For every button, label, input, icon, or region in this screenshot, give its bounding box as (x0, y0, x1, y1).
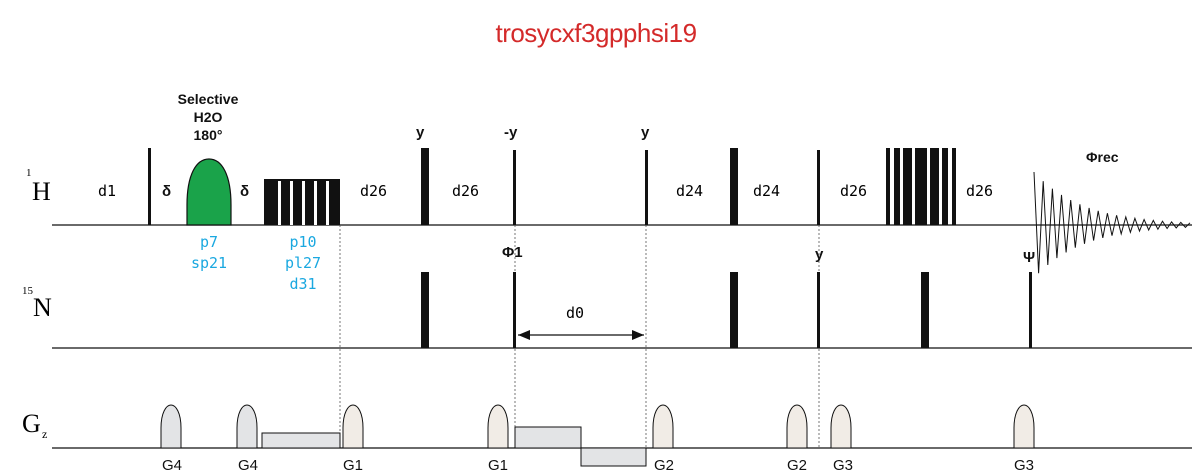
phase-y-2: y (641, 124, 650, 141)
gradient-label-g2-b: G2 (787, 457, 807, 474)
selective-h2o-pulse (186, 158, 232, 226)
pulse-15n-180-b (730, 272, 738, 348)
pulse-train-gap (314, 181, 317, 225)
sequence-title: trosycxf3gpphsi19 (495, 18, 697, 48)
selective-label-line2: H2O (194, 109, 223, 125)
rect (942, 148, 948, 225)
param-pl27: pl27 (285, 254, 321, 272)
pulse-15n-90-c (1029, 272, 1032, 348)
pulse-15n-180-c (921, 272, 929, 348)
gradient-label-g4-b: G4 (238, 457, 258, 474)
param-p7: p7 (200, 233, 218, 251)
gradient-pulse-g3-b (1013, 404, 1035, 449)
phase-y-15n: y (815, 246, 824, 263)
selective-label-line3: 180° (194, 127, 223, 143)
pulse-train-gap (326, 181, 329, 225)
delay-d0: d0 (566, 304, 584, 322)
pulse-1h-90-b (513, 150, 516, 225)
channel-gz-subscript: z (42, 427, 47, 441)
pulse-15n-90-b (817, 272, 820, 348)
pulse-1h-180-a (421, 148, 429, 225)
pulse-train-gap (278, 181, 281, 225)
pulse-train-p10 (264, 179, 340, 225)
alignment-guides (339, 225, 820, 448)
delay-d26-b: d26 (452, 182, 479, 200)
fid-signal (1033, 171, 1191, 274)
rect (894, 148, 900, 225)
gradient-label-g2-a: G2 (654, 457, 674, 474)
delay-d26-a: d26 (360, 182, 387, 200)
channel-1h-superscript: 1 (26, 167, 32, 179)
rect (915, 148, 927, 225)
pulse-15n-90-a (513, 272, 516, 348)
receiver-phase-label: Φrec (1086, 149, 1119, 165)
gradient-pulse-g2-b (786, 404, 808, 449)
param-p10: p10 (289, 233, 316, 251)
channel-15n-symbol: N (33, 293, 52, 322)
delay-delta-2: δ (240, 183, 249, 200)
gradient-block-2-negative (580, 447, 647, 467)
pulse-1h-90-c (645, 150, 648, 225)
gradient-pulse-g3-a (830, 404, 852, 449)
phase-psi: Ψ (1023, 249, 1035, 266)
channel-1h-symbol: H (32, 177, 51, 206)
gradient-pulse-g2-a (652, 404, 674, 449)
gradient-labels: G4 G4 G1 G1 G2 G2 G3 G3 (162, 457, 1034, 474)
path (518, 330, 530, 340)
selective-label-line1: Selective (178, 91, 239, 107)
channel-gz-gradients (160, 404, 1035, 467)
channel-label-gz: G z (22, 409, 47, 441)
gradient-block-2-positive (514, 426, 582, 449)
delay-d26-d: d26 (966, 182, 993, 200)
delay-delta-1: δ (162, 183, 171, 200)
gradient-label-g3-a: G3 (833, 457, 853, 474)
delay-d24-a: d24 (676, 182, 703, 200)
channel-15n-superscript: 15 (22, 285, 34, 297)
param-d31: d31 (289, 275, 316, 293)
watergate-block (886, 148, 956, 225)
gradient-block-1 (261, 432, 341, 449)
rect (952, 148, 956, 225)
gradient-label-g3-b: G3 (1014, 457, 1034, 474)
evolution-d0-arrow (518, 330, 644, 340)
rect (930, 148, 939, 225)
channel-15n-pulses: Φ1 d0 y Ψ (421, 244, 1035, 348)
channel-label-15n: 15 N (22, 285, 52, 322)
gradient-pulse-g4-b (236, 404, 258, 449)
gradient-label-g1-b: G1 (488, 457, 508, 474)
delay-d26-c: d26 (840, 182, 867, 200)
pulse-1h-90-d (817, 150, 820, 225)
pulse-parameters: p7 sp21 p10 pl27 d31 (191, 233, 321, 293)
pulse-1h-180-b (730, 148, 738, 225)
path (632, 330, 644, 340)
channel-label-1h: 1 H (26, 167, 51, 206)
gradient-label-g4-a: G4 (162, 457, 182, 474)
phase-y-1: y (416, 124, 425, 141)
phase-phi1: Φ1 (502, 244, 523, 261)
param-sp21: sp21 (191, 254, 227, 272)
gradient-pulse-g1-b (487, 404, 509, 449)
delay-d24-b: d24 (753, 182, 780, 200)
rect (903, 148, 912, 225)
channel-1h-pulses: d1 δ Selective H2O 180° δ d26 y d26 -y y… (98, 91, 1191, 274)
gradient-label-g1-a: G1 (343, 457, 363, 474)
delay-d1: d1 (98, 182, 116, 200)
gradient-pulse-g4-a (160, 404, 182, 449)
channel-gz-symbol: G (22, 409, 41, 438)
phase-minus-y: -y (504, 124, 518, 141)
rect (886, 148, 890, 225)
pulse-1h-90-a (148, 148, 151, 225)
pulse-train-gap (302, 181, 305, 225)
gradient-pulse-g1-a (342, 404, 364, 449)
pulse-15n-180-a (421, 272, 429, 348)
pulse-train-gap (290, 181, 293, 225)
